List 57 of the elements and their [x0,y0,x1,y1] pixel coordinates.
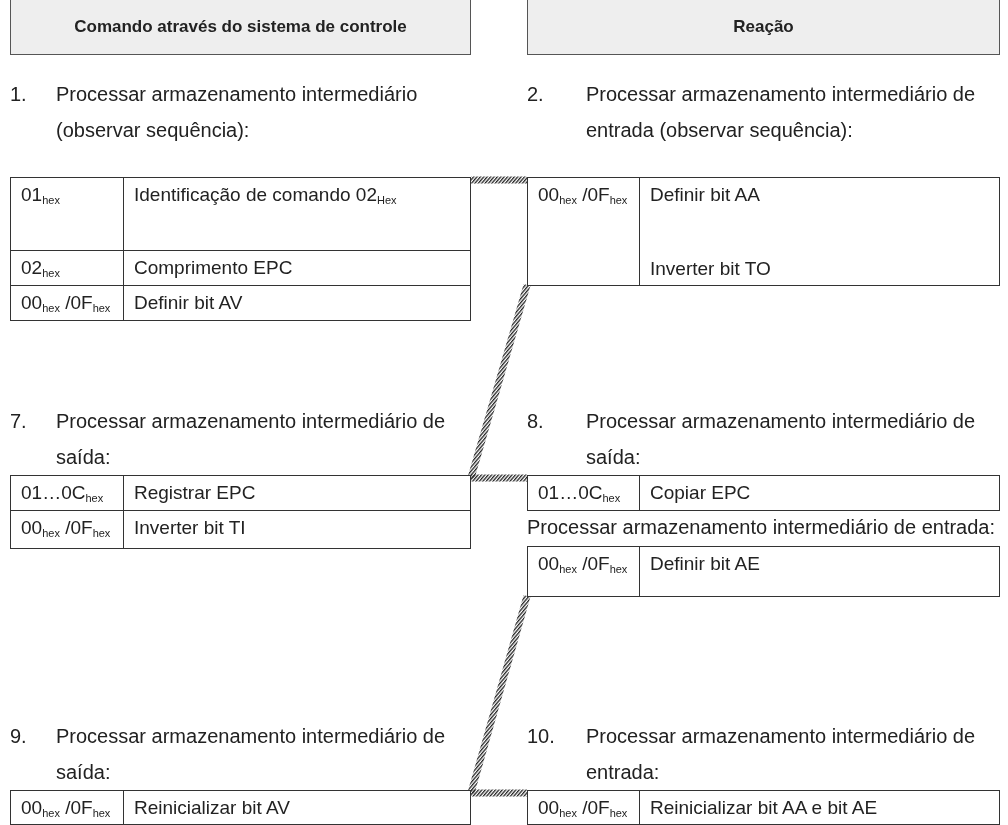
table-cell [639,546,1000,597]
step-number: 7. [10,409,28,434]
cell-text: 02$_{hex}$ [21,256,61,279]
table-cell [10,285,124,321]
table-cell [10,475,124,511]
step-text: Processar armazenamento intermediário de saída: [56,409,447,470]
cell-text: 01$_{hex}$ [21,183,61,206]
table-cell [527,546,640,597]
table-cell [10,177,124,251]
table-cell [10,510,124,549]
cell-text: 01…0C$_{hex}$ [21,481,105,504]
cell-text: 01…0C$_{hex}$ [538,481,622,504]
table-cell [123,790,471,825]
hatched-connector [471,789,527,797]
step-text: Processar armazenamento intermediário (observar sequência): [56,82,419,143]
table-cell [639,790,1000,825]
cell-text: Registrar EPC [134,481,257,504]
table-cell [10,790,124,825]
column-header: Comando através do sistema de controle [10,0,471,55]
cell-text: Definir bit AA [650,183,761,206]
table-cell [639,177,1000,286]
cell-text: 00$_{hex}$ /0F$_{hex}$ [538,796,629,819]
step-number: 9. [10,724,28,749]
cell-text: Copiar EPC [650,481,752,504]
table-cell [123,510,471,549]
cell-text: Inverter bit TI [134,516,247,539]
cell-text: Inverter bit TO [650,257,772,280]
table-cell [527,177,640,286]
table-cell [123,285,471,321]
hatched-connector [471,176,527,184]
step-text: Processar armazenamento intermediário de saída: [586,409,977,470]
step-text: Processar armazenamento intermediário de entrada: [527,515,997,540]
step-text: Processar armazenamento intermediário de entrada: [586,724,977,785]
step-number: 2. [527,82,545,107]
table-cell [527,475,640,511]
table-cell [123,177,471,251]
table-cell [527,790,640,825]
cell-text: Definir bit AV [134,291,244,314]
step-number: 1. [10,82,28,107]
step-text: Processar armazenamento intermediário de saída: [56,724,447,785]
table-cell [639,475,1000,511]
column-header: Reação [527,0,1000,55]
cell-text: Comprimento EPC [134,256,294,279]
cell-text: Identificação de comando 02$_{Hex}$ [134,183,398,206]
cell-text: Definir bit AE [650,552,761,575]
cell-text: Reinicializar bit AV [134,796,291,819]
cell-text: 00$_{hex}$ /0F$_{hex}$ [21,516,112,539]
cell-text: 00$_{hex}$ /0F$_{hex}$ [21,291,112,314]
cell-text: 00$_{hex}$ /0F$_{hex}$ [538,552,629,575]
cell-text: 00$_{hex}$ /0F$_{hex}$ [538,183,629,206]
cell-text: 00$_{hex}$ /0F$_{hex}$ [21,796,112,819]
table-cell [123,475,471,511]
step-text: Processar armazenamento intermediário de entrada (observar sequência): [586,82,977,143]
hatched-connector [471,474,527,482]
cell-text: Reinicializar bit AA e bit AE [650,796,879,819]
step-number: 10. [527,724,556,749]
step-number: 8. [527,409,545,434]
